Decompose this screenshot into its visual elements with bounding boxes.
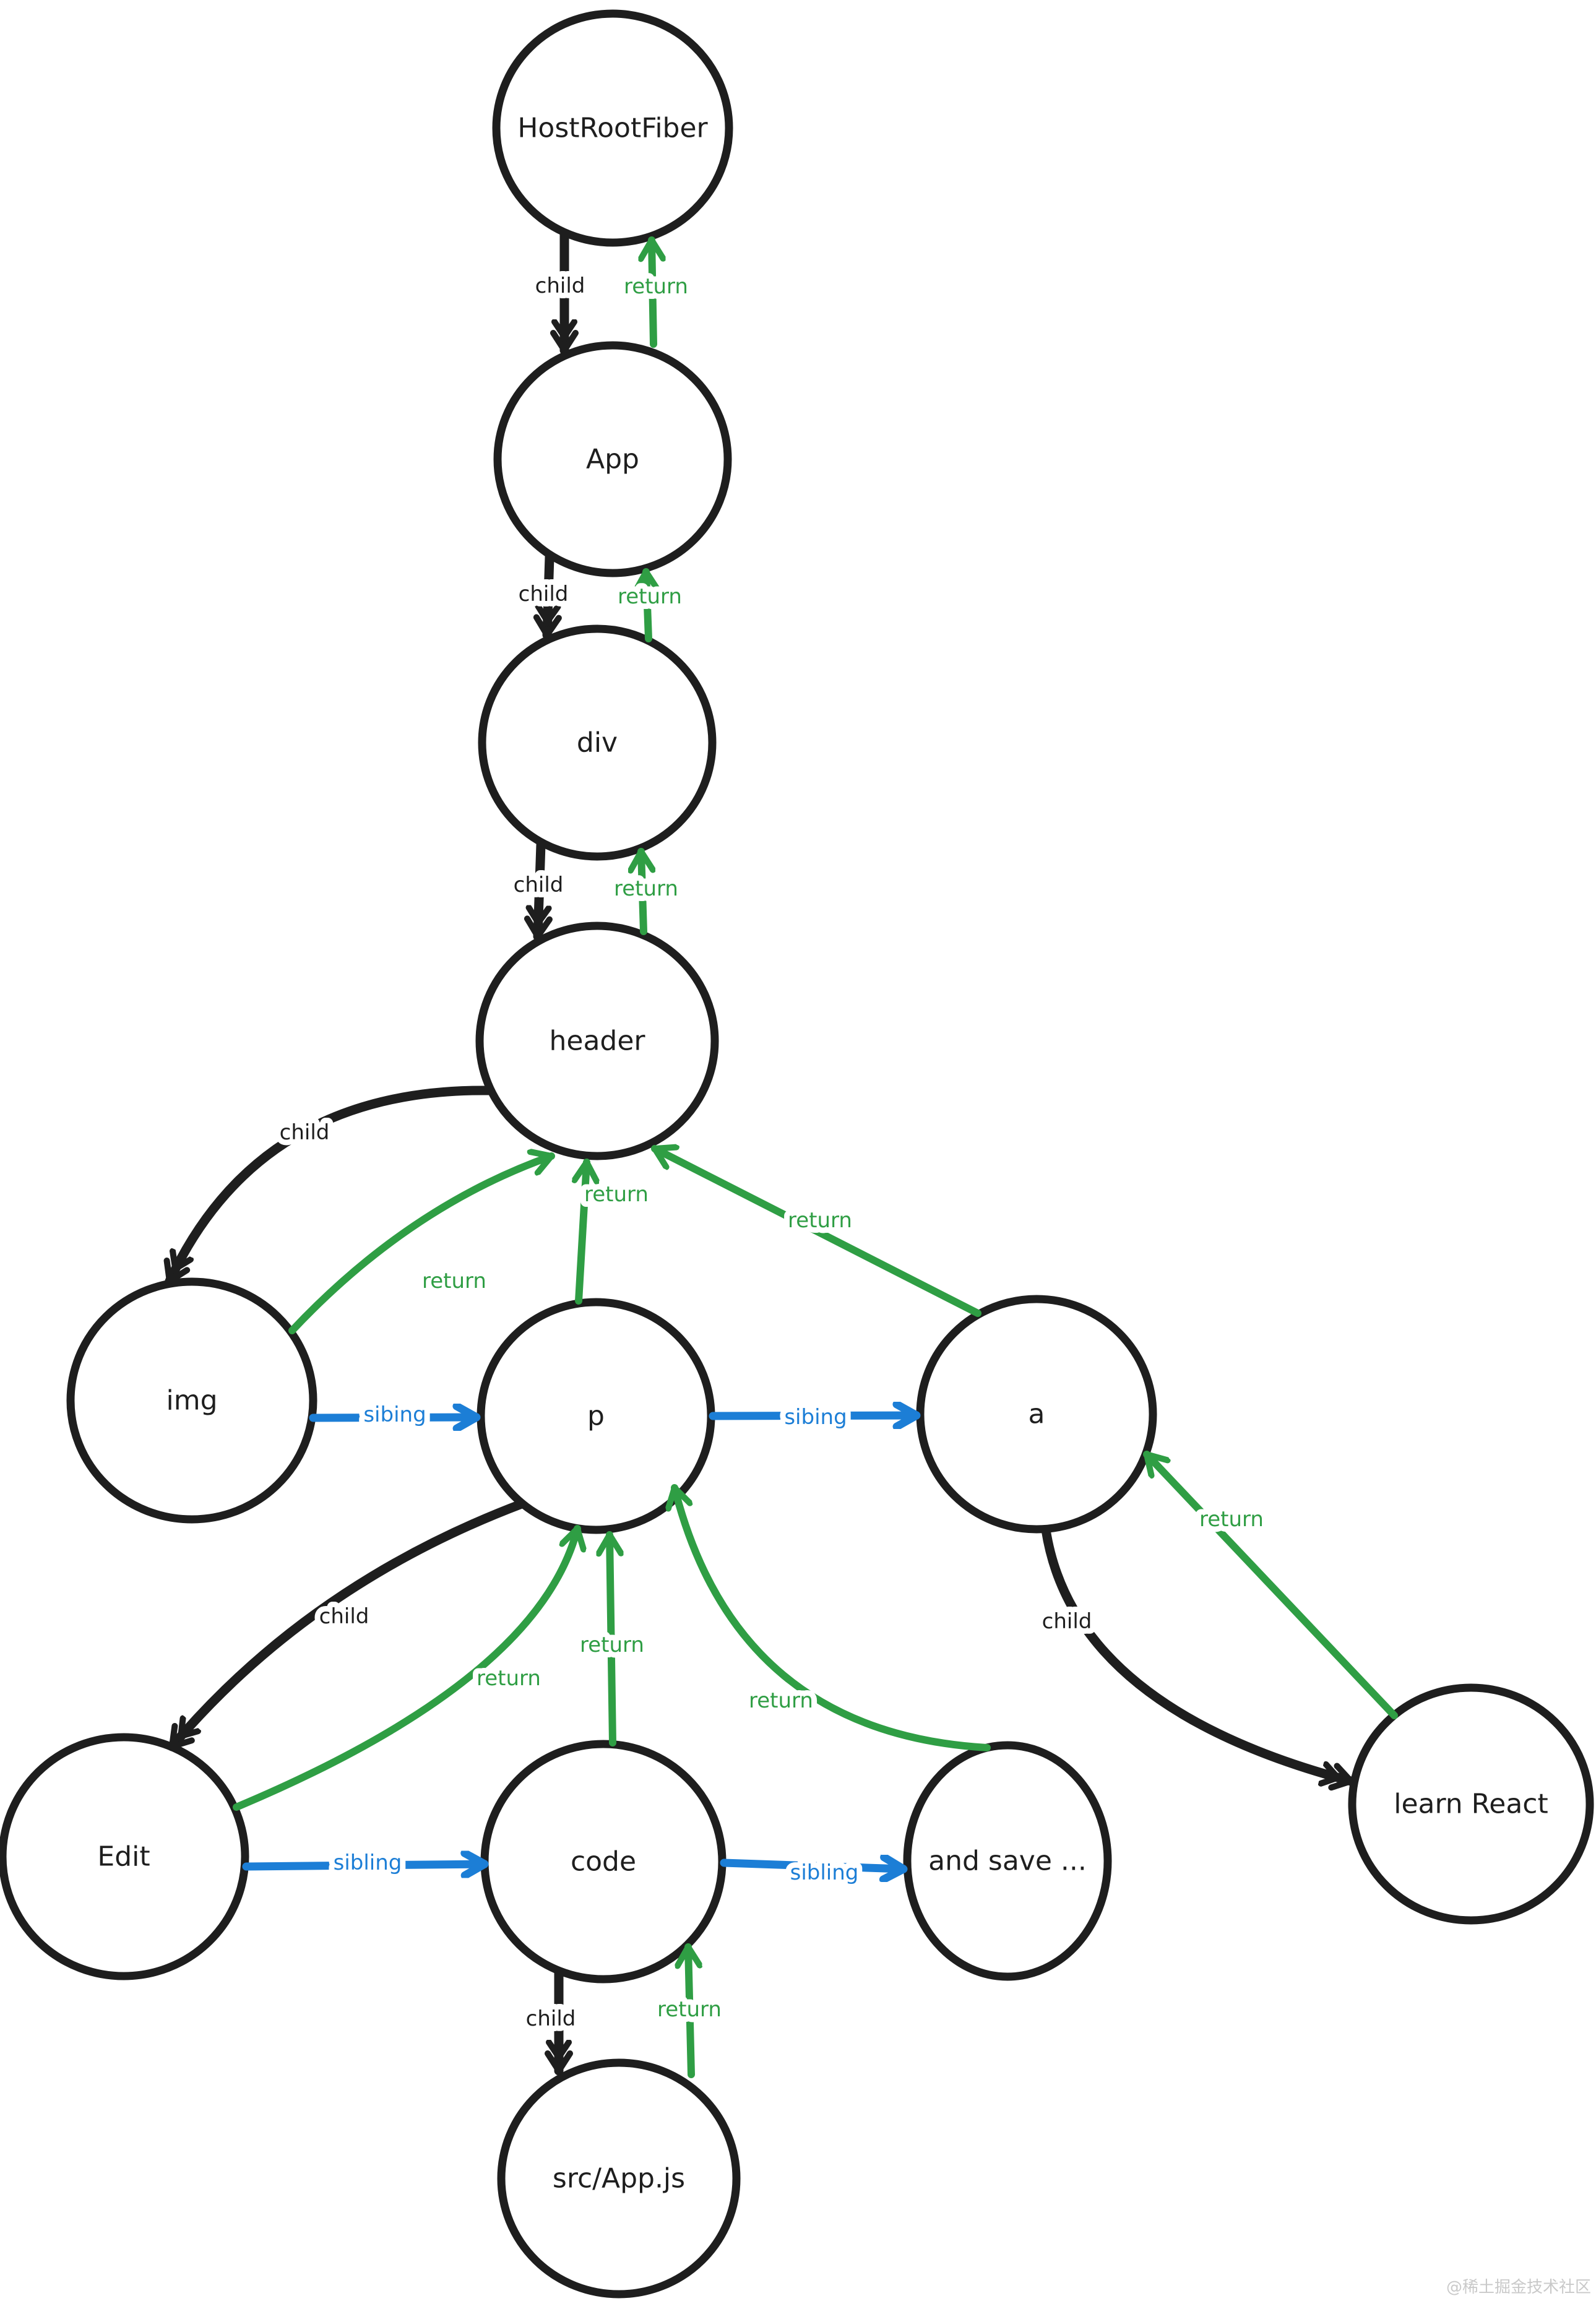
app-circle xyxy=(493,341,732,577)
edge-label-a-to-learnreact: child xyxy=(1042,1609,1092,1634)
edge-code-to-andsave-sibling xyxy=(720,1863,908,1869)
edge-label-srcappjs-to-code: return xyxy=(657,1997,722,2022)
edge-label-learnreact-to-a: return xyxy=(1199,1507,1264,1532)
node-a: a xyxy=(916,1295,1157,1534)
edge-label-header-to-img: child xyxy=(280,1120,330,1145)
edge-label-code-to-srcappjs: child xyxy=(526,2006,576,2031)
header-label: header xyxy=(549,1025,645,1057)
edge-label-code-to-p: return xyxy=(580,1633,644,1657)
node-img: img xyxy=(66,1277,317,1524)
edge-label-img-to-p: sibing xyxy=(363,1402,426,1427)
edge-label-p-to-edit: child xyxy=(319,1604,369,1629)
node-andsave: and save ... xyxy=(903,1741,1112,1981)
edge-a-to-learnreact-child xyxy=(1041,1525,1351,1781)
edge-label-div-to-header: child xyxy=(514,873,564,897)
edit-circle xyxy=(0,1733,249,1980)
edge-srcappjs-to-code-return xyxy=(688,1943,691,2078)
node-srcappjs: src/App.js xyxy=(497,2058,741,2299)
andsave-circle xyxy=(903,1741,1112,1981)
edge-label-edit-to-p: return xyxy=(477,1666,541,1691)
header-circle xyxy=(475,922,719,1160)
node-edit: Edit xyxy=(0,1733,249,1980)
hostrootfiber-label: HostRootFiber xyxy=(517,113,708,144)
learnreact-label: learn React xyxy=(1394,1789,1548,1820)
hostrootfiber-circle xyxy=(492,9,733,247)
edge-p-to-header-return xyxy=(579,1159,587,1305)
node-p: p xyxy=(477,1298,715,1534)
edge-app-to-div-child xyxy=(547,552,550,640)
srcappjs-circle xyxy=(497,2058,741,2299)
edge-div-to-app-return xyxy=(646,568,649,642)
node-div: div xyxy=(478,624,717,861)
edge-label-andsave-to-p: return xyxy=(749,1688,813,1713)
edge-img-to-p-sibling xyxy=(309,1417,481,1418)
edge-labels-layer: child return child return child return child re… xyxy=(274,268,1269,2037)
edge-label-a-to-header: return xyxy=(788,1208,852,1233)
img-label: img xyxy=(166,1385,217,1417)
edge-andsave-to-p-return xyxy=(675,1488,991,1751)
edge-app-to-hostrootfiber-return xyxy=(652,236,653,348)
div-circle xyxy=(478,624,717,861)
edge-edit-to-code-sibling xyxy=(242,1864,489,1867)
edge-header-to-img-child xyxy=(170,1086,494,1281)
edge-p-to-a-sibling xyxy=(709,1415,921,1416)
node-hostrootfiber: HostRootFiber xyxy=(492,9,733,247)
edit-label: Edit xyxy=(97,1841,150,1873)
code-label: code xyxy=(571,1846,636,1878)
app-label: App xyxy=(586,444,639,475)
watermark: @稀土掘金技术社区 xyxy=(1446,2278,1591,2297)
edge-label-app-to-hostrootfiber: return xyxy=(624,274,688,299)
div-label: div xyxy=(577,727,618,759)
node-learnreact: learn React xyxy=(1348,1683,1594,1925)
edge-label-code-to-andsave: sibling xyxy=(790,1860,859,1885)
edge-label-img-to-header: return xyxy=(422,1269,486,1293)
edge-label-edit-to-code: sibling xyxy=(334,1850,402,1875)
node-header: header xyxy=(475,922,719,1160)
edge-header-to-div-return xyxy=(641,848,644,935)
andsave-label: and save ... xyxy=(928,1846,1087,1877)
edge-learnreact-to-a-return xyxy=(1147,1454,1398,1719)
edge-a-to-header-return xyxy=(655,1149,981,1317)
edge-label-app-to-div: child xyxy=(519,582,569,607)
learnreact-circle xyxy=(1348,1683,1594,1925)
edge-edit-to-p-return xyxy=(233,1529,577,1811)
edge-p-to-edit-child xyxy=(167,1499,527,1751)
edge-label-p-to-header: return xyxy=(584,1182,649,1207)
edge-label-div-to-app: return xyxy=(618,584,682,609)
srcappjs-label: src/App.js xyxy=(553,2163,685,2195)
edges-layer xyxy=(167,229,1398,2078)
node-app: App xyxy=(493,341,732,577)
edge-img-to-header-return xyxy=(288,1156,551,1334)
edge-div-to-header-child xyxy=(538,840,541,941)
edge-label-hostrootfiber-to-app: child xyxy=(535,274,585,298)
a-label: a xyxy=(1029,1399,1045,1430)
edge-code-to-p-return xyxy=(610,1531,613,1746)
edge-label-p-to-a: sibing xyxy=(784,1405,847,1430)
edge-label-header-to-div: return xyxy=(614,876,678,901)
p-label: p xyxy=(587,1401,605,1432)
